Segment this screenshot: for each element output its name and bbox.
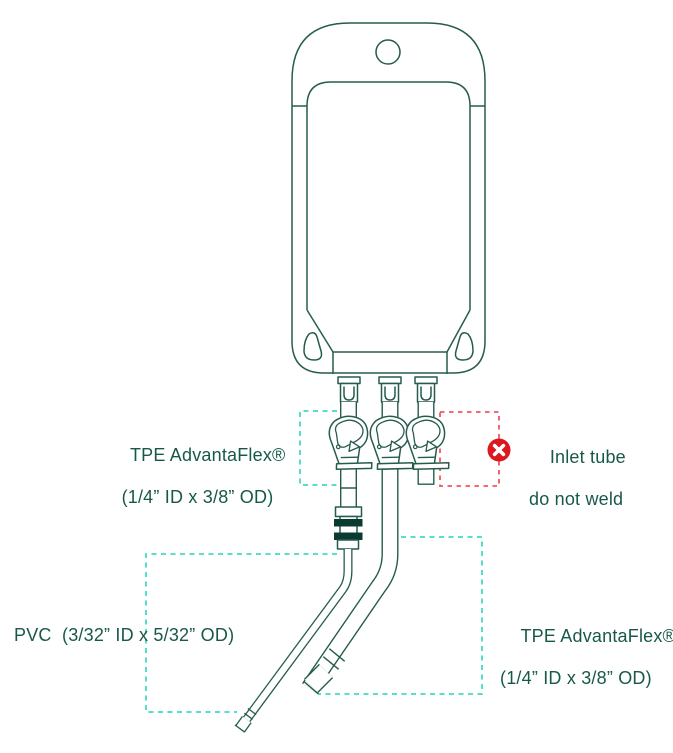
pinch-clamps [326,413,451,475]
label-inlet-line1: Inlet tube [549,447,626,467]
tube-pvc-line [234,549,353,733]
tube-middle-tpe [301,402,399,695]
label-tpe-left-line2: (1/4” ID x 3/8” OD) [121,487,274,507]
label-pvc: PVC (3/32” ID x 5/32” OD) [14,625,235,645]
label-inlet-warning: Inlet tube do not weld [529,426,626,552]
label-tpe-right-line2: (1/4” ID x 3/8” OD) [500,668,652,688]
port-1 [337,376,361,403]
label-tpe-right: TPE AdvantaFlex® (1/4” ID x 3/8” OD) [500,605,673,731]
hang-hole [375,39,401,65]
port-2 [378,376,402,403]
label-tpe-right-line1: TPE AdvantaFlex® [520,626,673,646]
corner-hole-right [454,332,474,361]
port-3 [414,376,438,403]
pinch-clamp-1 [326,413,374,475]
tube-connector [334,506,363,550]
label-tpe-left: TPE AdvantaFlex® (1/4” ID x 3/8” OD) [100,424,295,550]
do-not-weld-zone [439,411,500,487]
corner-hole-left [303,332,323,361]
bag-inner-panel [306,81,471,310]
label-tpe-left-line1: TPE AdvantaFlex® [129,445,286,465]
bag-ports [337,376,438,403]
weld-zone-right-highlight [318,536,483,695]
weld-zone-clamp-highlight [299,410,337,486]
bag-outline [291,22,486,374]
x-circle-icon [487,438,511,462]
weld-zone-left-highlight [145,553,337,713]
port-flange-strip [332,351,448,374]
label-inlet-line2: do not weld [529,489,624,509]
pinch-clamp-2 [367,413,415,475]
